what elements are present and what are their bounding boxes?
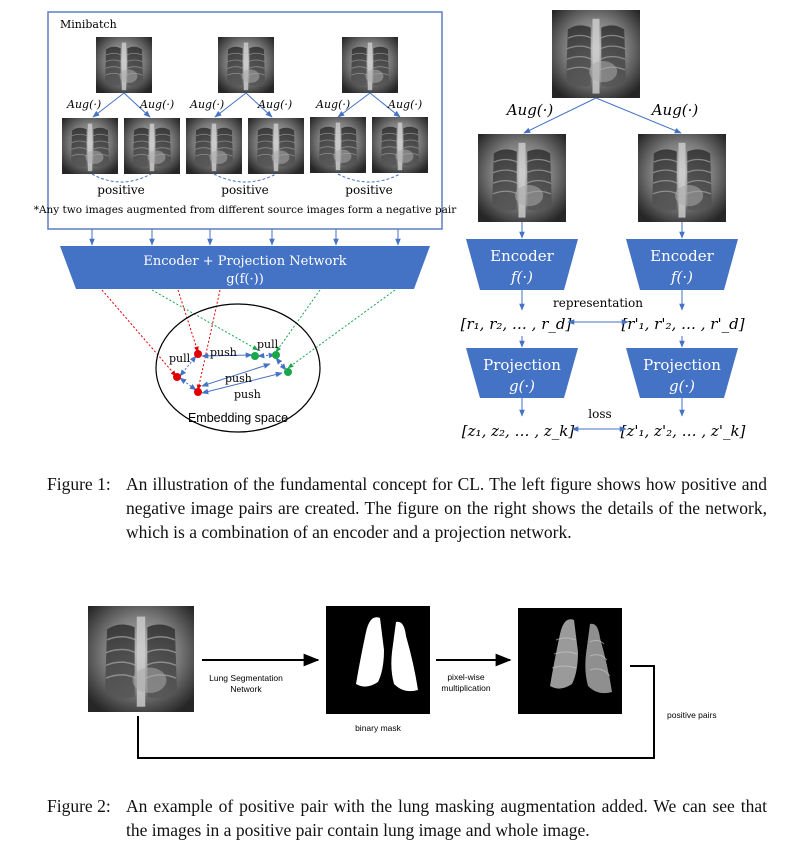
positive-pairs-bracket: [137, 665, 655, 759]
figure2-caption: Figure 2: An example of positive pair wi…: [47, 794, 767, 846]
augmented-image: [186, 118, 242, 174]
projection-vector-left: [z₁, z₂, … , z_k]: [462, 422, 575, 440]
projection-label: Projection: [483, 356, 561, 374]
source-image: [552, 10, 640, 98]
figure1-caption-label: Figure 1:: [47, 474, 111, 494]
projection-block-right: [626, 348, 738, 398]
representation-label: representation: [553, 296, 643, 310]
positive-embedding-point: [284, 368, 292, 376]
embedding-space-label: Embedding space: [188, 411, 288, 425]
aug-label: Aug(·): [189, 98, 224, 111]
aug-label: Aug(·): [257, 98, 292, 111]
pixelwise-label-line1: pixel-wise: [447, 672, 485, 682]
augmented-image: [248, 118, 304, 174]
masked-right-lung: [550, 619, 578, 689]
source-image-1: [96, 37, 152, 93]
pull-label: pull: [257, 338, 279, 351]
augmented-image: [62, 118, 118, 174]
augmented-image: [310, 116, 366, 174]
pixelwise-label-line2: multiplication: [441, 683, 490, 693]
negative-embedding-point: [194, 350, 202, 358]
projection-block-left: [466, 348, 578, 398]
encoder-block-left: [466, 239, 578, 290]
augmented-image: [372, 116, 428, 174]
encoder-label: Encoder: [650, 247, 715, 265]
encoder-projection-fn: g(f(·)): [226, 272, 264, 287]
positive-label: positive: [221, 183, 268, 197]
representation-vector-left: [r₁, r₂, … , r_d]: [461, 315, 572, 333]
segmentation-label-line2: Network: [230, 684, 262, 694]
minibatch-box: [47, 11, 443, 230]
source-image-3: [342, 37, 398, 93]
positive-embedding-point: [272, 351, 280, 359]
encoder-label: Encoder: [490, 247, 555, 265]
push-label: push: [210, 346, 237, 359]
push-label: push: [225, 372, 252, 385]
positive-label: positive: [345, 183, 392, 197]
figure2-caption-text: An example of positive pair with the lun…: [126, 796, 767, 840]
negative-pair-note: *Any two images augmented from different…: [34, 204, 458, 216]
negative-embedding-point: [173, 373, 181, 381]
embedding-space-ellipse: [155, 303, 321, 433]
binary-mask-left-lung: [391, 621, 418, 692]
encoder-fn: f(·): [510, 268, 533, 286]
aug-label: Aug(·): [387, 98, 422, 111]
loss-label: loss: [588, 407, 611, 421]
aug-label: Aug(·): [315, 98, 350, 111]
aug-label: Aug(·): [505, 101, 554, 119]
figure1-caption: Figure 1: An illustration of the fundame…: [47, 472, 767, 572]
negative-embedding-point: [194, 388, 202, 396]
push-label: push: [234, 388, 261, 401]
source-image-2: [218, 37, 274, 93]
projection-fn: g(·): [669, 377, 695, 395]
projection-vector-right: [z'₁, z'₂, … , z'_k]: [621, 422, 746, 440]
aug-label: Aug(·): [66, 98, 101, 111]
positive-embedding-point: [251, 352, 259, 360]
aug-label: Aug(·): [650, 101, 699, 119]
positive-label: positive: [97, 183, 144, 197]
projection-fn: g(·): [509, 377, 535, 395]
segmentation-label-line1: Lung Segmentation: [209, 673, 283, 683]
figure2-caption-label: Figure 2:: [47, 796, 111, 816]
figure1-caption-text: An illustration of the fundamental conce…: [126, 474, 767, 542]
encoder-projection-title: Encoder + Projection Network: [143, 254, 346, 269]
aug-label: Aug(·): [139, 98, 174, 111]
encoder-fn: f(·): [670, 268, 693, 286]
encoder-block-right: [626, 239, 738, 290]
augmented-image: [124, 118, 180, 174]
minibatch-label: Minibatch: [60, 18, 117, 31]
representation-vector-right: [r'₁, r'₂, … , r'_d]: [621, 315, 744, 333]
pull-label: pull: [169, 352, 191, 365]
binary-mask-label: binary mask: [355, 723, 402, 733]
whole-xray-image: [88, 606, 194, 712]
projection-label: Projection: [643, 356, 721, 374]
positive-pairs-label: positive pairs: [667, 710, 717, 720]
augmented-view-1: [478, 134, 566, 222]
binary-mask-right-lung: [356, 617, 384, 687]
augmented-view-2: [638, 134, 726, 222]
encoder-projection-block: [60, 246, 430, 289]
